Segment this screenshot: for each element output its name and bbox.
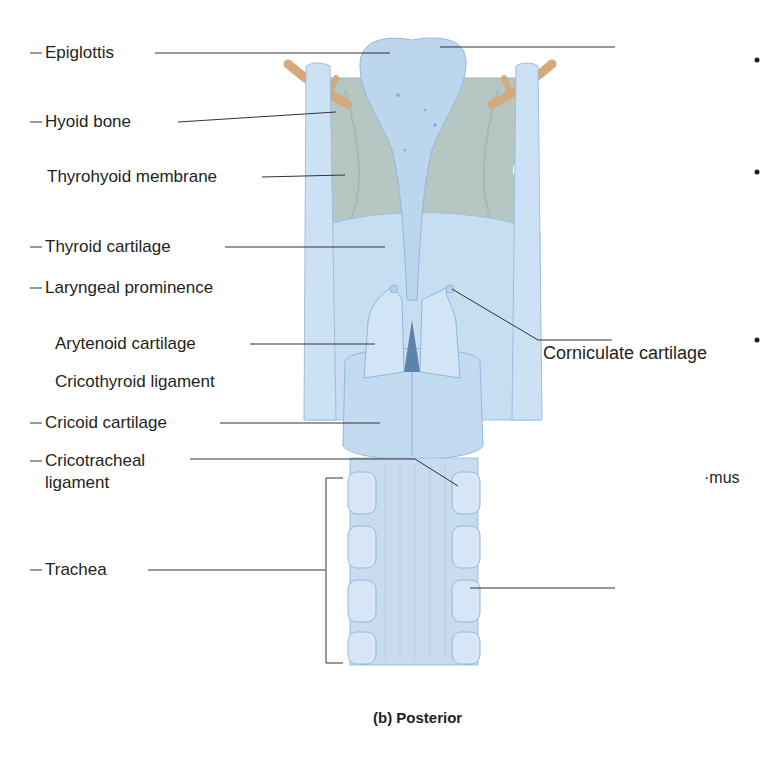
illustration-part (364, 286, 404, 378)
leader-lines (30, 47, 615, 663)
illustration-part (345, 90, 359, 220)
part-label: Cricotracheal ligament (45, 450, 170, 494)
illustration-part (390, 285, 398, 293)
illustration-part (385, 465, 445, 660)
arytenoid-cartilage (364, 285, 460, 378)
illustration-part (348, 632, 376, 664)
epiglottis (360, 38, 466, 300)
figure-caption: (b) Posterior (373, 707, 462, 729)
illustration-part (326, 478, 343, 663)
illustration-part (424, 109, 427, 112)
illustration-part (404, 149, 407, 152)
illustration-part (755, 58, 760, 63)
illustration-part (755, 338, 760, 343)
part-label: Cricoid cartilage (45, 412, 167, 434)
illustration-part (452, 526, 480, 568)
illustration-part (452, 289, 612, 340)
part-label: Arytenoid cartilage (55, 333, 196, 355)
illustration-part (433, 123, 437, 127)
bullet-dots (755, 58, 760, 343)
illustration-part (304, 63, 336, 420)
illustration-part (452, 472, 480, 514)
illustration-part (348, 580, 376, 622)
part-label: Thyroid cartilage (45, 236, 171, 258)
illustration-part (262, 175, 345, 177)
illustration-part (452, 580, 480, 622)
illustration-part (452, 632, 480, 664)
illustration-part (30, 288, 42, 289)
part-label: Thyrohyoid membrane (47, 166, 217, 188)
illustration-part (250, 344, 375, 345)
part-label: Hyoid bone (45, 111, 131, 133)
trachea (348, 458, 480, 665)
illustration-part (404, 320, 420, 372)
illustration-part (484, 90, 498, 220)
illustration-part (755, 170, 760, 175)
part-label: Cricothyroid ligament (55, 371, 215, 393)
illustration-part (504, 78, 510, 92)
part-label: Corniculate cartilage (543, 342, 707, 364)
illustration-part (420, 286, 460, 378)
illustration-part (440, 47, 615, 48)
handwritten-note: ·mus (704, 467, 740, 489)
illustration-part (396, 93, 400, 97)
illustration-part (360, 38, 466, 300)
illustration-part (512, 63, 542, 420)
illustration-part (470, 588, 615, 589)
part-label: Laryngeal prominence (45, 277, 213, 299)
illustration-part (348, 526, 376, 568)
part-label: Epiglottis (45, 42, 114, 64)
part-label: Trachea (45, 559, 107, 581)
illustration-part (348, 472, 376, 514)
